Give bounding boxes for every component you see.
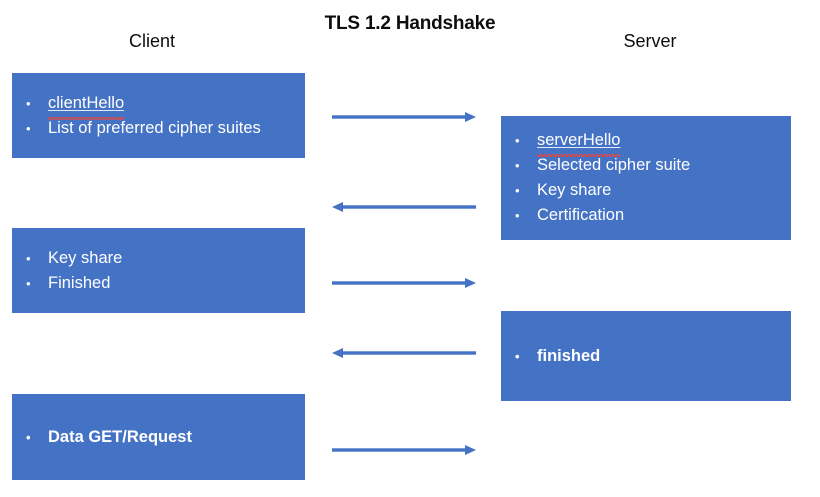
bullet-list: finished	[501, 344, 791, 369]
bullet-item: clientHello	[12, 91, 305, 120]
column-header-client: Client	[128, 31, 176, 51]
bullet-item: serverHello	[501, 128, 791, 157]
bullet-item-label: Certification	[537, 206, 625, 224]
bullet-item: List of preferred cipher suites	[12, 116, 305, 141]
arrow-client-to-server-3	[332, 443, 476, 457]
arrow-client-to-server-2	[332, 276, 476, 290]
arrow-left-icon	[332, 348, 476, 358]
bullet-list: serverHelloSelected cipher suiteKey shar…	[501, 128, 791, 228]
bullet-item-label: Selected cipher suite	[537, 156, 691, 174]
arrow-right-icon	[332, 278, 476, 288]
page-title: TLS 1.2 Handshake	[324, 13, 496, 34]
bullet-list: Data GET/Request	[12, 425, 305, 450]
spellcheck-underlined-text: clientHello	[48, 91, 125, 120]
bullet-list: Key shareFinished	[12, 246, 305, 296]
arrow-server-to-client-1	[332, 200, 476, 214]
bullet-item-label: Key share	[537, 181, 612, 199]
bullet-item: Selected cipher suite	[501, 153, 791, 178]
arrow-server-to-client-2	[332, 346, 476, 360]
bullet-item: Finished	[12, 271, 305, 296]
arrow-right-icon	[332, 112, 476, 122]
bullet-item-label: Data GET/Request	[48, 427, 192, 446]
column-header-server: Server	[623, 31, 677, 51]
arrow-right-icon	[332, 445, 476, 455]
message-box-server-finished[interactable]: finished	[501, 311, 791, 401]
message-box-client-data-request[interactable]: Data GET/Request	[12, 394, 305, 480]
bullet-item: Data GET/Request	[12, 425, 305, 450]
bullet-item: finished	[501, 344, 791, 369]
bullet-item-label: Finished	[48, 273, 111, 292]
bullet-item-label: finished	[537, 346, 601, 365]
arrow-left-icon	[332, 202, 476, 212]
message-box-server-hello[interactable]: serverHelloSelected cipher suiteKey shar…	[501, 116, 791, 240]
arrow-client-to-server-1	[332, 110, 476, 124]
bullet-item-label: Key share	[48, 248, 123, 267]
message-box-client-key-share[interactable]: Key shareFinished	[12, 228, 305, 313]
bullet-item: Key share	[12, 246, 305, 271]
bullet-item-label: List of preferred cipher suites	[48, 118, 261, 137]
bullet-list: clientHelloList of preferred cipher suit…	[12, 91, 305, 141]
message-box-client-hello[interactable]: clientHelloList of preferred cipher suit…	[12, 73, 305, 158]
bullet-item: Key share	[501, 178, 791, 203]
bullet-item: Certification	[501, 203, 791, 228]
spellcheck-underlined-text: serverHello	[537, 128, 621, 157]
